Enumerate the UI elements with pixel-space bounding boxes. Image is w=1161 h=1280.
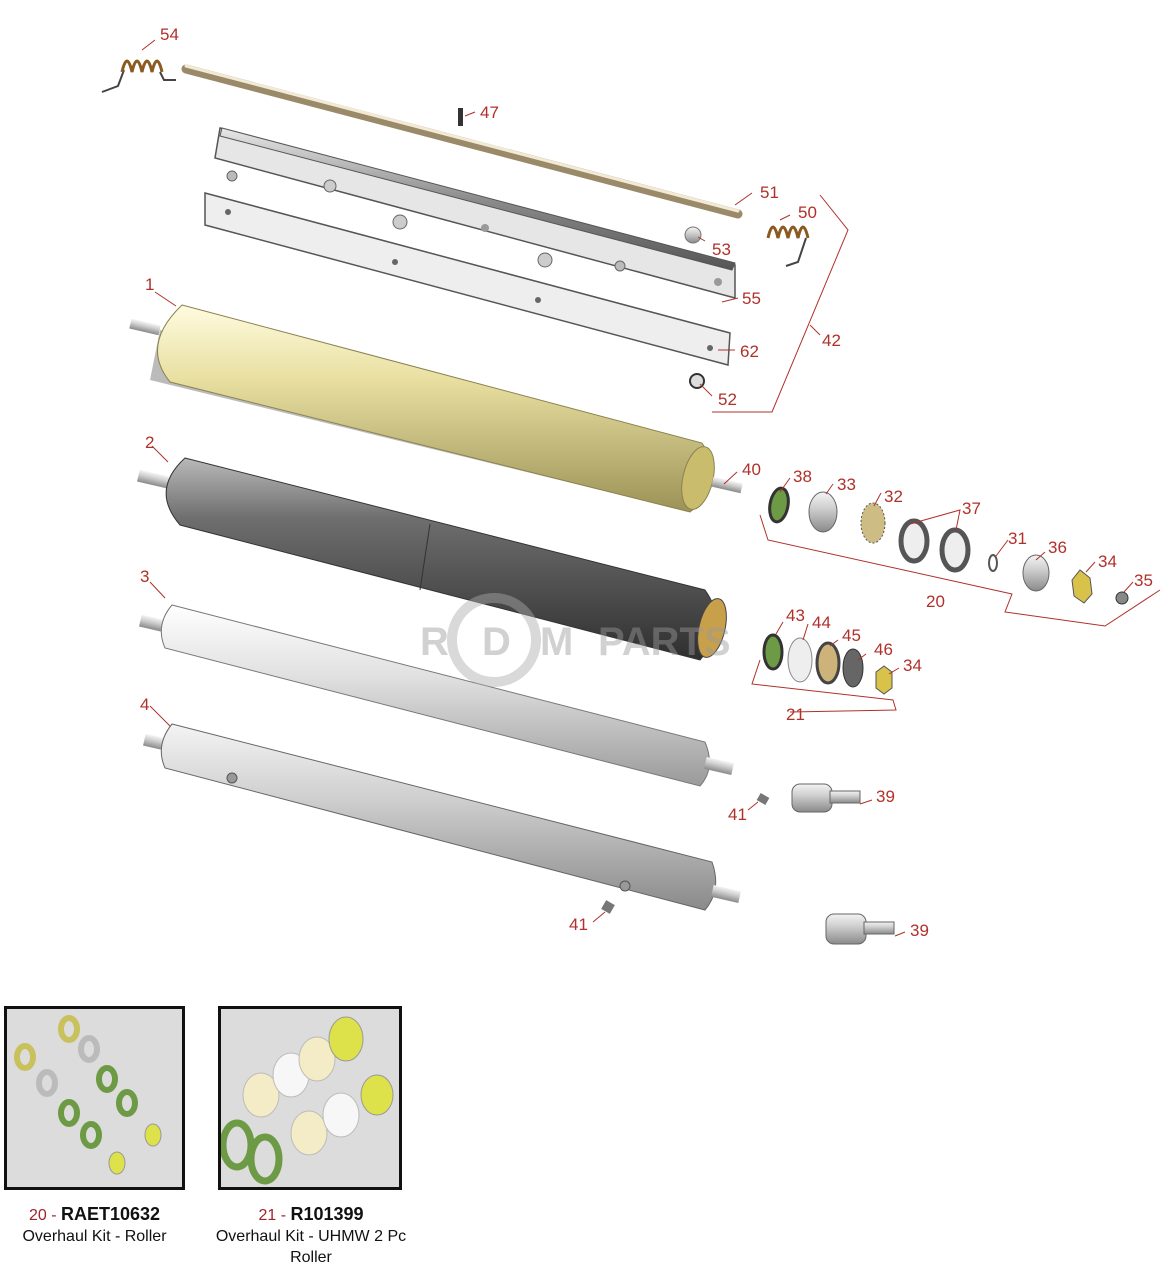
spring-54 [101, 59, 176, 93]
callout-47: 47 [480, 103, 499, 122]
callout-43: 43 [786, 606, 805, 625]
callout-51: 51 [760, 183, 779, 202]
kit-20-parts [768, 486, 1129, 605]
roller-1 [129, 304, 743, 513]
kit-20-code: RAET10632 [60, 1204, 161, 1224]
spring-50 [766, 225, 810, 267]
callout-32: 32 [884, 487, 903, 506]
callout-50: 50 [798, 203, 817, 222]
fitting-41-lower [601, 900, 615, 914]
bushing-39-lower [825, 913, 895, 945]
callout-45: 45 [842, 626, 861, 645]
callout-54: 54 [160, 25, 179, 44]
kit-20-separator: - [46, 1207, 61, 1224]
svg-text:M: M [540, 620, 573, 664]
callout-42: 42 [822, 331, 841, 350]
callout-3: 3 [140, 567, 149, 586]
shaft-4 [143, 723, 741, 911]
callout-37: 37 [962, 499, 981, 518]
ball-53 [684, 226, 702, 244]
callout-39-upper: 39 [876, 787, 895, 806]
kit-20-image [14, 1015, 162, 1175]
callout-4: 4 [140, 695, 149, 714]
shaft-3 [139, 604, 734, 787]
callout-31: 31 [1008, 529, 1027, 548]
callout-35: 35 [1134, 571, 1153, 590]
callout-36: 36 [1048, 538, 1067, 557]
callout-52: 52 [718, 390, 737, 409]
leader-lines [141, 39, 1161, 937]
callout-53: 53 [712, 240, 731, 259]
callout-41-upper: 41 [728, 805, 747, 824]
callout-21: 21 [786, 705, 805, 724]
callout-33: 33 [837, 475, 856, 494]
callout-34-lower: 34 [903, 656, 922, 675]
bracket-assembly-55 [204, 127, 736, 366]
fitting-41-upper [756, 793, 770, 805]
callout-44: 44 [812, 613, 831, 632]
kit-21-code: R101399 [290, 1204, 364, 1224]
callout-1: 1 [145, 275, 154, 294]
callout-38: 38 [793, 467, 812, 486]
roller-2 [137, 457, 727, 661]
watermark: R D M PARTS [420, 593, 731, 687]
callout-62: 62 [740, 342, 759, 361]
callout-41-lower: 41 [569, 915, 588, 934]
callout-20: 20 [926, 592, 945, 611]
rod-51 [181, 64, 743, 219]
svg-text:D: D [482, 620, 511, 664]
callout-34-upper: 34 [1098, 552, 1117, 571]
pin-47 [458, 108, 463, 126]
svg-text:PARTS: PARTS [598, 620, 731, 664]
bushing-39-upper [791, 783, 861, 813]
callout-46: 46 [874, 640, 893, 659]
kit-21-image [219, 1016, 394, 1185]
kit-20-caption: 20 - RAET10632 Overhaul Kit - Roller [4, 1204, 185, 1247]
callout-39-lower: 39 [910, 921, 929, 940]
callout-40: 40 [742, 460, 761, 479]
kit-20-description: Overhaul Kit - Roller [22, 1228, 167, 1245]
kit-21-number: 21 [258, 1207, 277, 1224]
svg-text:R: R [420, 620, 449, 664]
kit-20-photo [4, 1006, 185, 1190]
kit-21-description-line2: Roller [290, 1249, 332, 1266]
kit-21-caption: 21 - R101399 Overhaul Kit - UHMW 2 Pc Ro… [206, 1204, 416, 1268]
kit-21-separator: - [276, 1207, 291, 1224]
kit-20-number: 20 [28, 1207, 47, 1224]
kit-21-photo [218, 1006, 402, 1190]
kit-21-description-line1: Overhaul Kit - UHMW 2 Pc [215, 1228, 407, 1245]
kit-21-parts [762, 633, 893, 695]
callout-55: 55 [742, 289, 761, 308]
callout-2: 2 [145, 433, 154, 452]
